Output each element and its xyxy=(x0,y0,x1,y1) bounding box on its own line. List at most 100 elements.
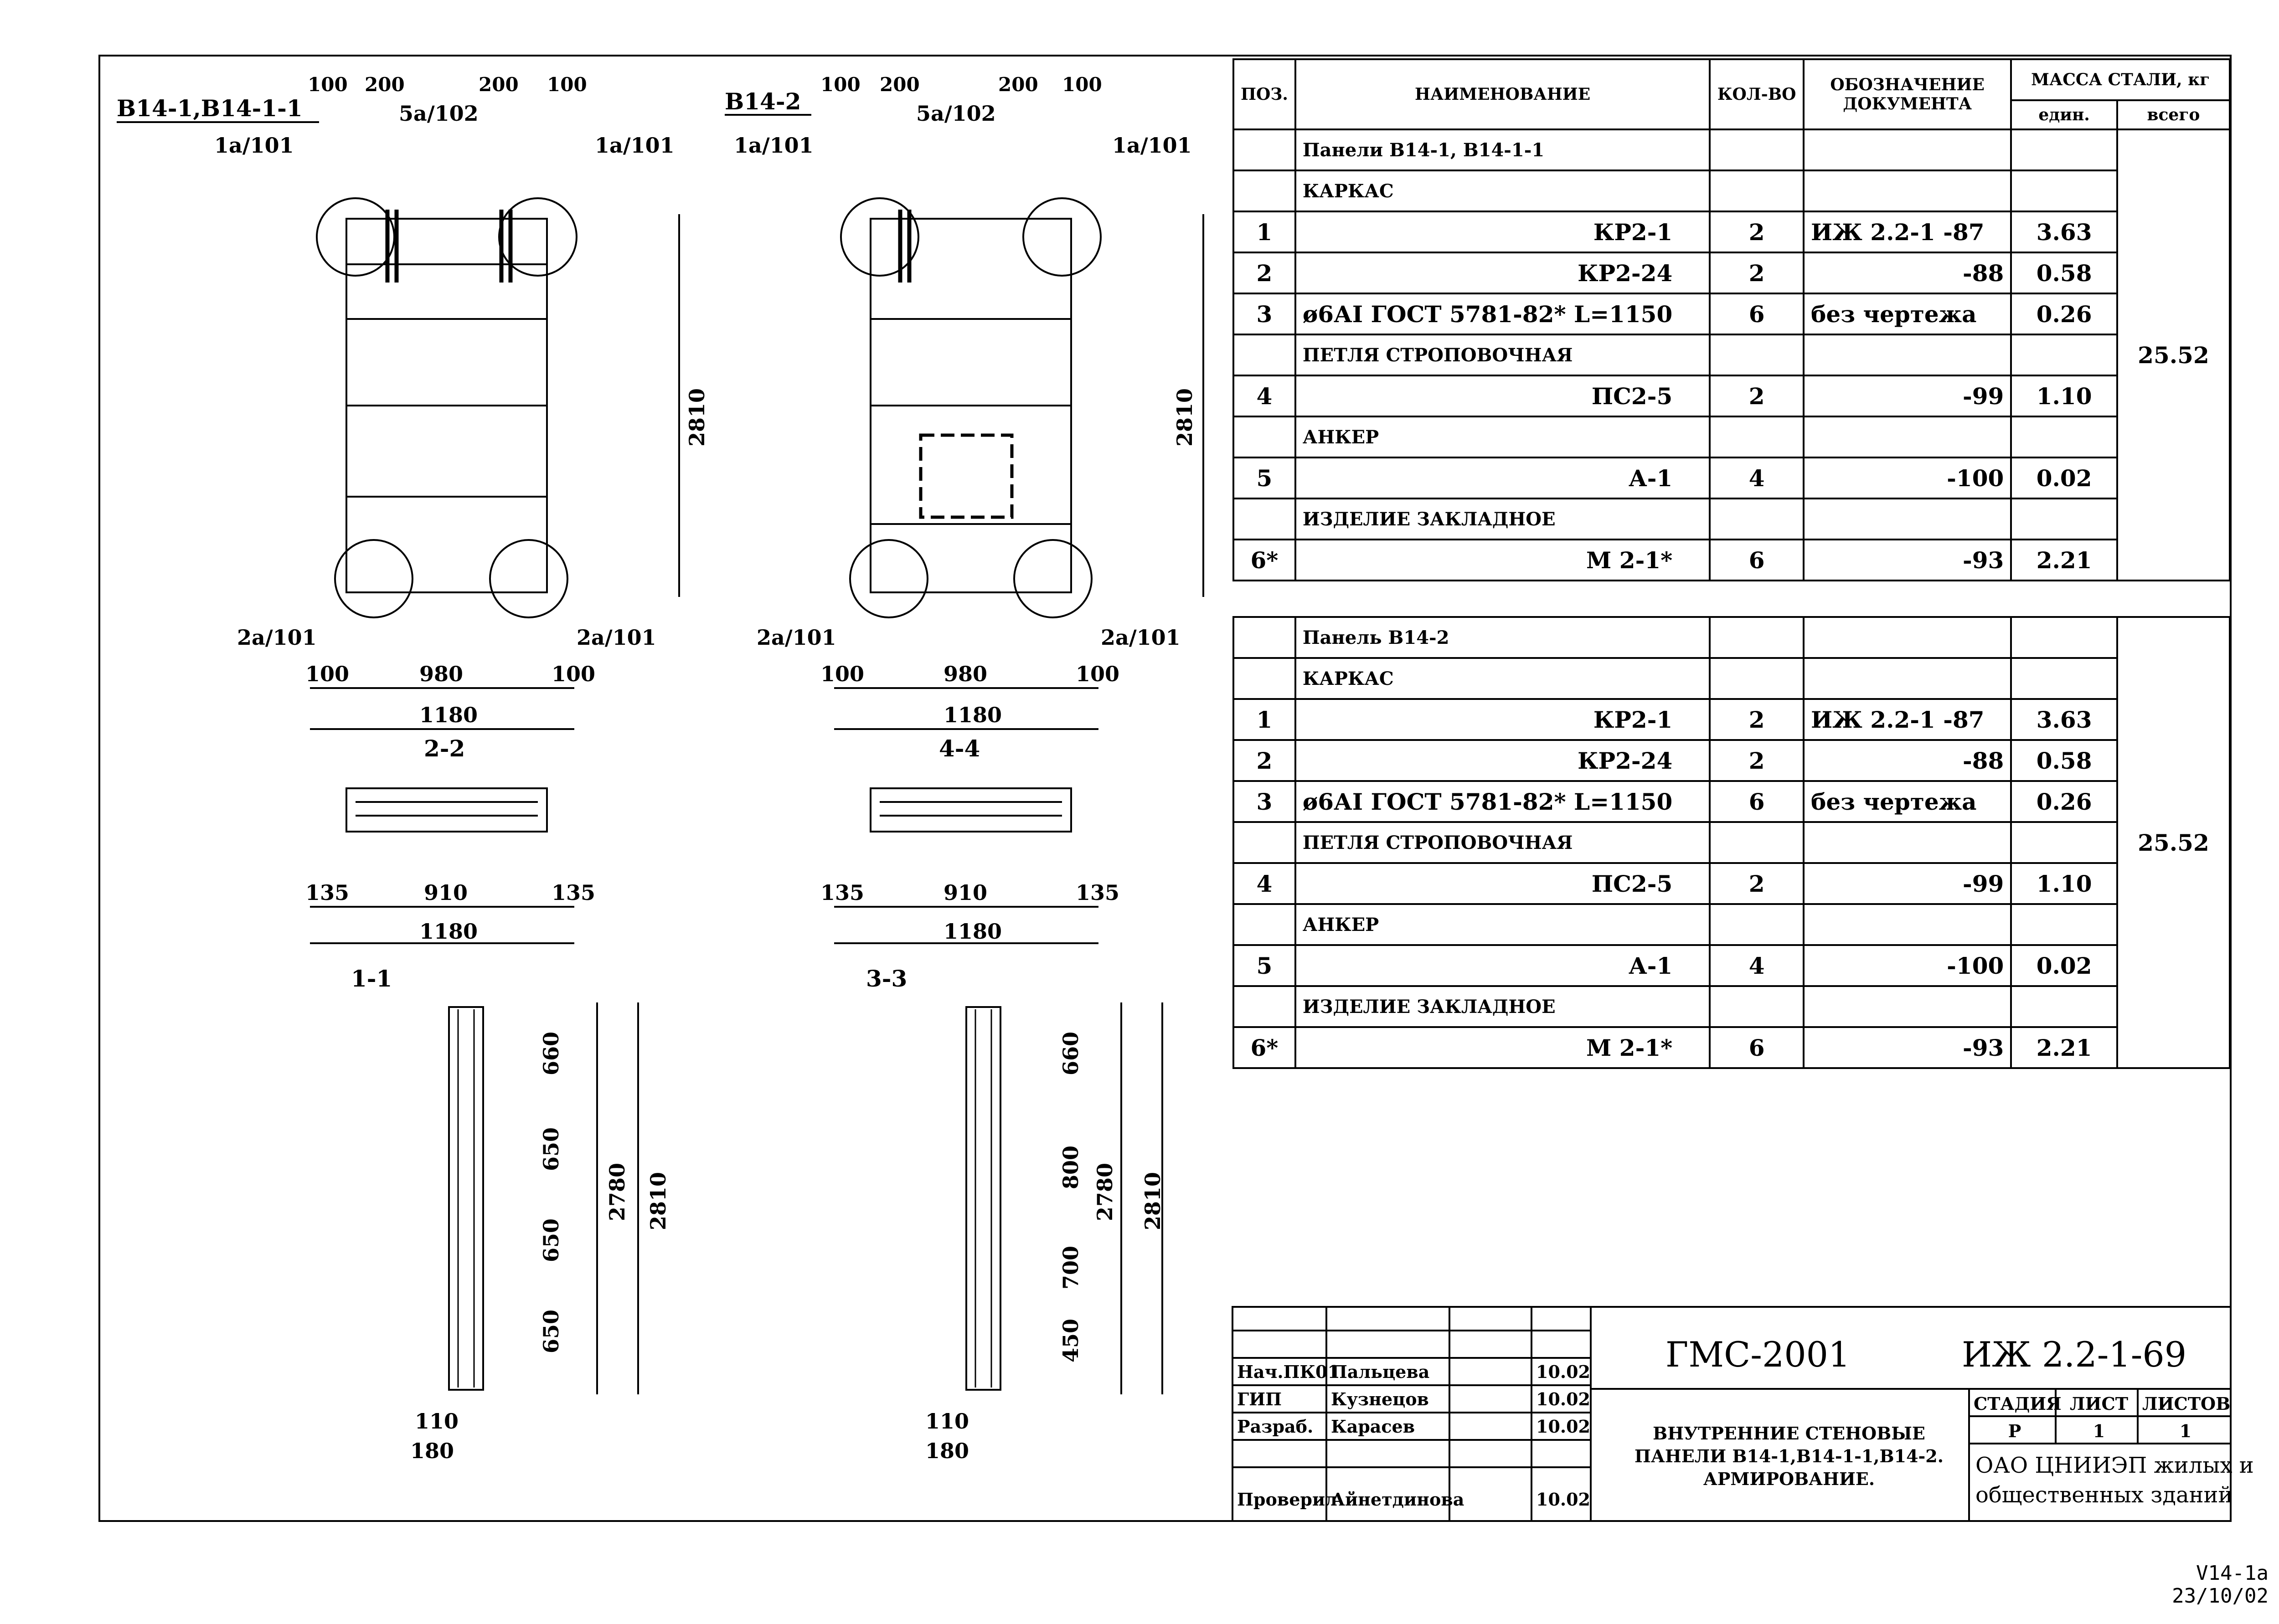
item-pos: 6* xyxy=(1232,539,1296,581)
spec-subgroup-row: ИЗДЕЛИЕ ЗАКЛАДНОЕ xyxy=(1232,498,2230,540)
tb-name-2: Карасев xyxy=(1331,1416,1415,1437)
svg-text:100: 100 xyxy=(820,662,864,686)
item-name: А-1 xyxy=(1294,944,1711,987)
svg-text:100: 100 xyxy=(308,73,348,96)
svg-text:2а/101: 2а/101 xyxy=(237,625,317,650)
svg-text:650: 650 xyxy=(539,1218,563,1262)
spec-subgroup-row: ПЕТЛЯ СТРОПОВОЧНАЯ xyxy=(1232,334,2230,376)
svg-text:2780: 2780 xyxy=(605,1163,629,1221)
col-doc: ОБОЗНАЧЕНИЕ ДОКУМЕНТА xyxy=(1803,58,2012,130)
item-doc: без чертежа xyxy=(1803,293,2012,335)
svg-text:5а/102: 5а/102 xyxy=(916,101,996,126)
item-pos: 6* xyxy=(1232,1026,1296,1069)
item-doc: -93 xyxy=(1803,1026,2012,1069)
subgroup-name: КАРКАС xyxy=(1294,170,1711,212)
revision-stamp: V14-1a 23/10/02 xyxy=(2172,1562,2269,1608)
item-name: А-1 xyxy=(1294,457,1711,499)
svg-text:910: 910 xyxy=(424,880,468,905)
item-qty: 4 xyxy=(1709,944,1805,987)
item-unit-mass: 2.21 xyxy=(2010,1026,2118,1069)
item-name: КР2-24 xyxy=(1294,739,1711,782)
sheet-frame xyxy=(98,55,2232,1522)
svg-text:2-2: 2-2 xyxy=(424,735,465,762)
item-name: М 2-1* xyxy=(1294,1026,1711,1069)
group-title: Панель В14-2 xyxy=(1294,616,1711,659)
section-1-1: 1-1 2810 2780 660 650 650 650 110 180 xyxy=(351,965,670,1463)
svg-text:110: 110 xyxy=(925,1409,969,1434)
doc-code: ИЖ 2.2-1-69 xyxy=(1962,1334,2187,1375)
svg-text:100: 100 xyxy=(820,73,861,96)
item-unit-mass: 0.58 xyxy=(2010,739,2118,782)
item-doc: ИЖ 2.2-1 -87 xyxy=(1803,211,2012,253)
item-name: ПС2-5 xyxy=(1294,862,1711,905)
svg-text:800: 800 xyxy=(1058,1146,1083,1189)
svg-text:100: 100 xyxy=(1076,662,1119,686)
svg-text:2810: 2810 xyxy=(1172,388,1197,447)
view-a-title: В14-1,В14-1-1 xyxy=(117,95,303,122)
svg-text:980: 980 xyxy=(419,662,463,686)
drawing-title-1: ВНУТРЕННИЕ СТЕНОВЫЕ xyxy=(1653,1423,1925,1444)
sheets-label: ЛИСТОВ xyxy=(2142,1393,2231,1414)
svg-text:200: 200 xyxy=(880,73,920,96)
tb-date-2: 10.02 xyxy=(1536,1416,1590,1437)
item-pos: 1 xyxy=(1232,698,1296,741)
svg-text:700: 700 xyxy=(1058,1246,1083,1290)
section-3-3: 3-3 2810 2780 660 800 700 450 110 180 xyxy=(866,965,1165,1463)
item-name: ø6АI ГОСТ 5781-82* L=1150 xyxy=(1294,293,1711,335)
svg-text:100: 100 xyxy=(552,662,595,686)
svg-text:910: 910 xyxy=(944,880,987,905)
svg-text:3-3: 3-3 xyxy=(866,965,907,992)
svg-text:135: 135 xyxy=(552,880,595,905)
tb-name-3: Айнетдинова xyxy=(1331,1489,1464,1510)
svg-text:2810: 2810 xyxy=(1140,1172,1165,1230)
svg-text:200: 200 xyxy=(479,73,519,96)
item-qty: 6 xyxy=(1709,539,1805,581)
item-qty: 6 xyxy=(1709,780,1805,823)
subgroup-name: КАРКАС xyxy=(1294,657,1711,700)
col-pos: ПОЗ. xyxy=(1232,58,1296,130)
item-qty: 2 xyxy=(1709,375,1805,417)
svg-text:1а/101: 1а/101 xyxy=(595,133,675,158)
item-name: КР2-24 xyxy=(1294,252,1711,294)
spec-subgroup-row: ПЕТЛЯ СТРОПОВОЧНАЯ xyxy=(1232,821,2230,864)
item-name: КР2-1 xyxy=(1294,698,1711,741)
spec-subgroup-row: ИЗДЕЛИЕ ЗАКЛАДНОЕ xyxy=(1232,985,2230,1028)
item-doc: без чертежа xyxy=(1803,780,2012,823)
svg-text:2780: 2780 xyxy=(1093,1163,1117,1221)
svg-text:2а/101: 2а/101 xyxy=(1101,625,1181,650)
item-unit-mass: 1.10 xyxy=(2010,375,2118,417)
drawing-title-3: АРМИРОВАНИЕ. xyxy=(1703,1469,1875,1489)
item-qty: 2 xyxy=(1709,698,1805,741)
tb-role-3: Проверил xyxy=(1237,1489,1337,1510)
item-pos: 3 xyxy=(1232,780,1296,823)
stage-label: СТАДИЯ xyxy=(1974,1393,2062,1414)
svg-text:135: 135 xyxy=(1076,880,1119,905)
svg-text:660: 660 xyxy=(539,1032,563,1075)
svg-text:180: 180 xyxy=(410,1439,454,1463)
col-unit: един. xyxy=(2010,99,2118,130)
subgroup-name: ПЕТЛЯ СТРОПОВОЧНАЯ xyxy=(1294,334,1711,376)
item-doc: -99 xyxy=(1803,375,2012,417)
svg-text:1180: 1180 xyxy=(944,703,1002,727)
item-unit-mass: 0.58 xyxy=(2010,252,2118,294)
group-total: 25.52 xyxy=(2116,616,2231,1069)
spec-group-title-row: Панель В14-2 25.52 xyxy=(1232,616,2231,1069)
svg-text:100: 100 xyxy=(1062,73,1102,96)
spec-spacer-row xyxy=(1233,580,2230,618)
spec-subgroup-row: КАРКАС xyxy=(1232,657,2230,700)
tb-date-1: 10.02 xyxy=(1536,1389,1590,1409)
item-doc: -88 xyxy=(1803,252,2012,294)
col-qty: КОЛ-ВО xyxy=(1709,58,1805,130)
col-total: всего xyxy=(2116,99,2231,130)
spec-subgroup-row: АНКЕР xyxy=(1232,416,2230,458)
svg-text:5а/102: 5а/102 xyxy=(399,101,479,126)
